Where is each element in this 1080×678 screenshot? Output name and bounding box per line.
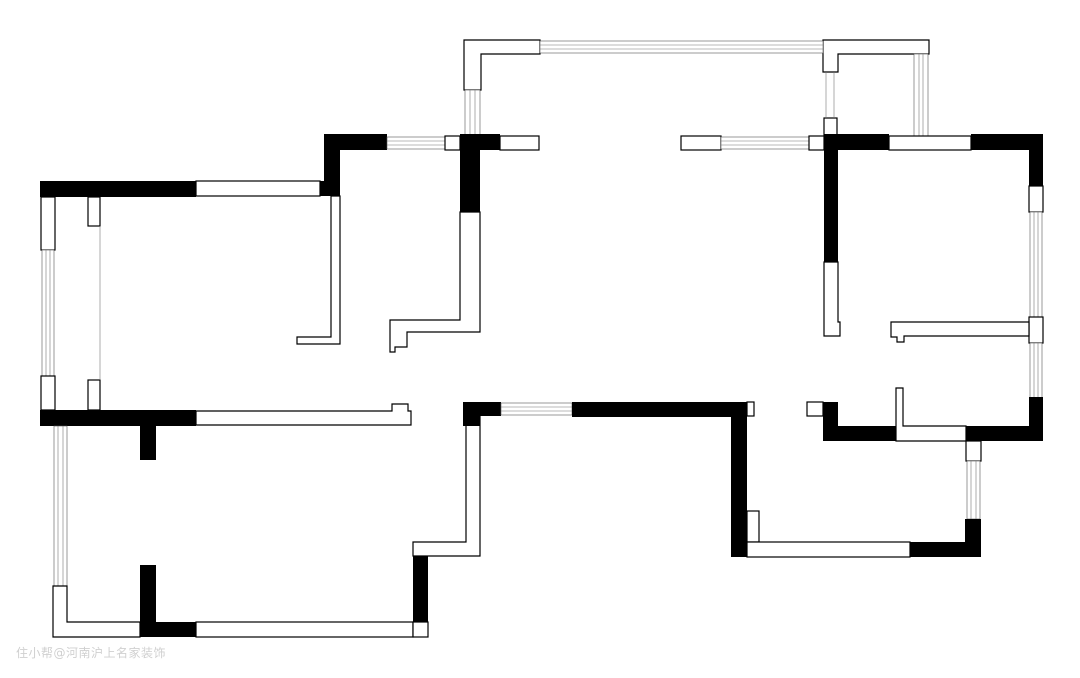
top-wall-left <box>324 134 540 353</box>
balcony-window-top <box>539 40 824 54</box>
balcony-window-left <box>464 89 481 137</box>
balcony-window-right <box>825 53 929 137</box>
left-bedroom-walls <box>40 180 341 411</box>
balcony-walls <box>463 39 930 137</box>
top-wall-right <box>680 134 1043 337</box>
center-bottom-walls <box>500 401 981 558</box>
lower-left-walls <box>52 402 501 638</box>
right-bedroom-walls <box>806 185 1044 520</box>
watermark-text: 住小帮@河南沪上名家装饰 <box>16 646 167 660</box>
middle-wall-left <box>40 403 412 460</box>
